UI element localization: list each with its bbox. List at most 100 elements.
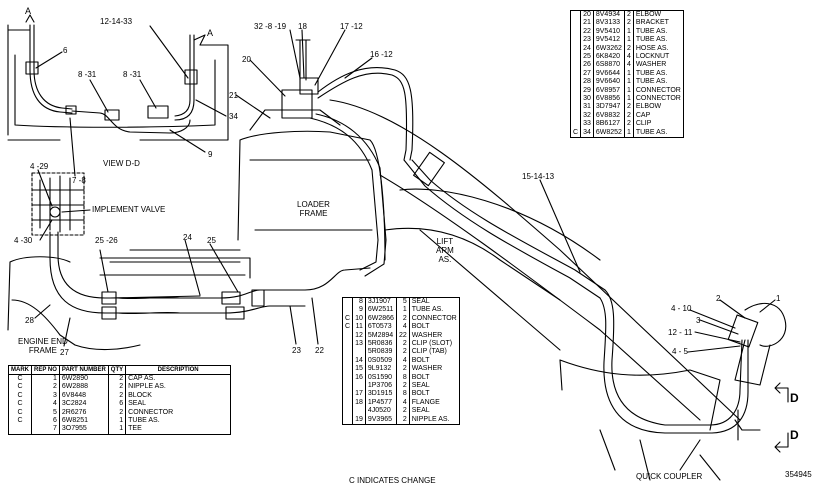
view-dd-fitting-2 [104, 109, 120, 121]
callout-23: 23 [292, 346, 301, 355]
fitting-mid-c [251, 289, 265, 307]
description-cell: LOCKNUT [632, 53, 684, 62]
item-number-cell: 19 [352, 415, 366, 425]
part-number-cell: 1P3706 [364, 382, 397, 391]
part-number-cell: 6S8870 [592, 61, 625, 70]
section-label-d-lower: D [790, 428, 799, 442]
quantity-cell: 2 [623, 120, 634, 129]
part-number-cell: 3D7947 [592, 103, 625, 112]
quantity-cell: 2 [107, 408, 126, 418]
change-mark-cell [343, 390, 353, 398]
part-number-cell: 5R0836 [364, 340, 397, 349]
item-number-cell: 27 [580, 69, 594, 79]
part-number-cell: 9V3965 [364, 415, 397, 425]
description-cell: TUBE AS. [632, 36, 684, 45]
callout-15-14-13: 15-14-13 [522, 172, 555, 181]
part-number-cell: 6W8252 [592, 128, 625, 138]
description-cell: FLANGE [408, 398, 460, 408]
description-cell: SEAL [408, 407, 460, 416]
description-cell: TUBE AS. [632, 69, 684, 79]
view-arrow-label-a-left: A [25, 6, 32, 16]
callout-2-line [719, 299, 746, 319]
callout-32-line [289, 29, 301, 79]
engine-end-frame-outline [7, 256, 141, 351]
description-cell: NIPPLE AS. [408, 415, 460, 425]
quantity-cell: 2 [395, 340, 410, 349]
item-number-cell: 18 [352, 398, 366, 408]
fitting-mid-a [221, 291, 241, 305]
change-mark-cell [571, 61, 581, 69]
change-mark-cell [571, 45, 581, 53]
quantity-cell: 8 [395, 373, 410, 383]
part-number-cell: 9V6644 [592, 69, 625, 79]
change-mark-cell [343, 374, 353, 382]
callout-22: 22 [315, 346, 324, 355]
lift-arm-line [419, 229, 561, 351]
callout-25-line [209, 243, 239, 293]
item-number-cell: 28 [580, 78, 594, 87]
change-mark-cell [343, 332, 353, 340]
quantity-cell: 1 [107, 417, 126, 426]
callout-27: 27 [60, 348, 69, 357]
description-cell: WASHER [408, 331, 460, 341]
lift-arm-label: LIFT ARM AS. [436, 237, 454, 264]
view-dd-arrow-a2 [193, 34, 206, 46]
change-mark-cell: C [17, 383, 23, 391]
part-number-cell: 3J1907 [364, 297, 397, 307]
callout-17-line [314, 29, 346, 86]
item-number-cell: 10 [352, 314, 366, 324]
view-dd-callout-8a [89, 79, 109, 113]
quantity-cell: 2 [395, 382, 410, 391]
item-number-cell: 5 [31, 408, 60, 418]
view-dd-fitting-3 [147, 105, 169, 119]
fitting-25-26-b [101, 306, 117, 320]
quantity-cell: 1 [623, 86, 634, 96]
tube-13-long-b [403, 159, 601, 299]
callout-18: 18 [298, 22, 307, 31]
callout-18-line [301, 29, 305, 79]
part-number-cell: 3D1915 [364, 390, 397, 399]
description-cell: WASHER [632, 61, 684, 70]
view-dd-callout-34 [195, 99, 227, 117]
description-cell: TUBE AS. [408, 306, 460, 315]
description-cell: BOLT [408, 323, 460, 332]
description-cell: BRACKET [632, 19, 684, 28]
item-number-cell [352, 348, 366, 357]
part-number-cell: 8V4934 [592, 10, 625, 20]
description-cell: CONNECTOR [632, 95, 684, 104]
change-mark-cell [571, 36, 581, 44]
callout-7-8: 7 -8 [72, 176, 86, 185]
engine-end-frame-label: ENGINE END FRAME [18, 337, 68, 355]
callout-15-line [539, 179, 581, 273]
part-number-cell: 6V8832 [592, 111, 625, 121]
part-number-cell: 6V8957 [592, 86, 625, 96]
tube-to-lift-b [315, 113, 387, 277]
item-number-cell: 12 [352, 331, 366, 341]
callout-24-line [184, 239, 201, 296]
item-number-cell: 4 [31, 400, 60, 409]
change-mark-cell: C [17, 400, 23, 408]
valve-tube-up [295, 39, 311, 81]
view-dd-label: VIEW D-D [103, 159, 140, 168]
quantity-cell: 1 [395, 306, 410, 315]
change-mark-cell: C [17, 375, 23, 382]
coupler-bracket [734, 409, 761, 441]
description-cell: TUBE AS. [632, 128, 684, 138]
parts-table-bottom-left: MARK REP NO PART NUMBER QTY DESCRIPTION … [8, 365, 232, 435]
item-number-cell [352, 407, 366, 416]
part-number-cell: 6V8448 [58, 391, 109, 401]
part-number-cell: 6W2890 [58, 374, 109, 384]
